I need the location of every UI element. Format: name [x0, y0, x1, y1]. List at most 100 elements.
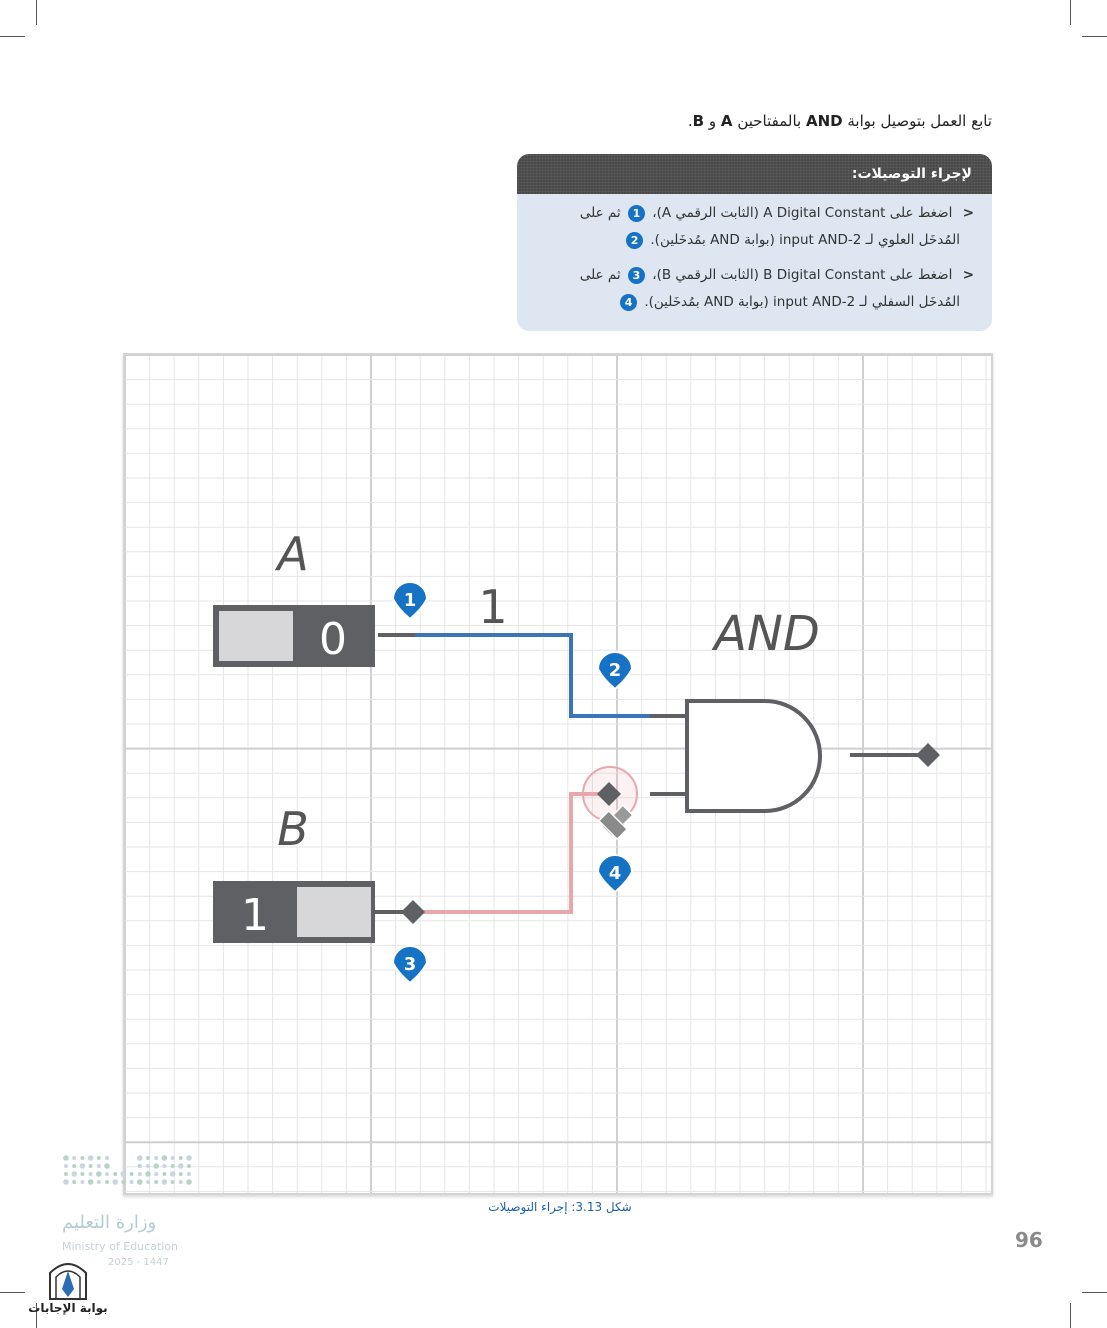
ministry-dot	[121, 1180, 126, 1184]
ministry-logo: وزارة التعليم Ministry of Education 2025…	[60, 1150, 220, 1280]
crop-mark	[1082, 1292, 1107, 1293]
and-gate	[685, 699, 822, 813]
ministry-dot	[79, 1163, 86, 1169]
figure-caption: شكل 3.13: إجراء التوصيلات	[488, 1200, 632, 1214]
step-text: ثم على	[579, 205, 621, 221]
ministry-dot	[169, 1171, 176, 1177]
wire-b-pending	[415, 792, 609, 914]
crop-mark	[0, 1292, 25, 1293]
intro-a: A	[720, 112, 733, 130]
ministry-arabic: وزارة التعليم	[62, 1212, 157, 1233]
intro-b: B	[692, 112, 705, 130]
ministry-year: 2025 - 1447	[108, 1257, 169, 1268]
ministry-dot	[162, 1164, 167, 1168]
ministry-dots-icon	[63, 1155, 192, 1185]
ministry-dot	[146, 1156, 150, 1160]
ministry-dot	[153, 1163, 159, 1169]
ministry-dot	[63, 1179, 69, 1185]
intro-period: .	[687, 112, 693, 130]
marker-number: 3	[404, 954, 417, 975]
ministry-english: Ministry of Education	[62, 1240, 179, 1253]
ministry-dot	[162, 1172, 167, 1176]
label-b: B	[277, 802, 309, 856]
ministry-dot	[113, 1172, 118, 1176]
ministry-dot	[88, 1164, 93, 1168]
chevron-icon: <	[962, 205, 974, 221]
step-number-badge: 4	[620, 293, 638, 311]
intro-text: تابع العمل بتوصيل بوابة	[847, 112, 992, 130]
ministry-dot	[146, 1164, 150, 1168]
ministry-dot	[72, 1180, 77, 1184]
crop-mark	[0, 36, 25, 37]
step-term: A Digital Constant	[763, 205, 886, 221]
switch-b-value: 1	[241, 890, 269, 941]
intro-text: و	[708, 112, 717, 130]
step-line: المُدخَل العلوي لـ 2-input AND (بوابة AN…	[535, 227, 974, 254]
ministry-dot	[178, 1156, 183, 1160]
marker-number: 4	[609, 863, 622, 884]
intro-text: بالمفتاحين	[737, 112, 802, 130]
grid	[125, 355, 991, 1193]
ministry-dot	[146, 1180, 150, 1184]
step-number-badge: 1	[627, 204, 645, 222]
step-text: المُدخَل السفلي لـ 2-input AND (بوابة AN…	[644, 294, 960, 310]
step-number-badge: 2	[626, 231, 644, 249]
ministry-dot	[170, 1180, 175, 1184]
ministry-dot	[161, 1155, 168, 1161]
marker-number: 1	[404, 590, 417, 611]
ministry-dot	[137, 1179, 143, 1185]
crop-mark	[1082, 36, 1107, 37]
ministry-dot	[105, 1180, 109, 1184]
ministry-dot	[137, 1164, 142, 1168]
ministry-dot	[137, 1155, 143, 1161]
ministry-dot	[88, 1172, 93, 1176]
ministry-dot	[154, 1180, 159, 1184]
step-text: المُدخَل العلوي لـ 2-input AND (بوابة AN…	[650, 232, 960, 248]
step-line: < اضغط على A Digital Constant (الثابت ال…	[535, 200, 974, 227]
label-a: A	[274, 527, 308, 581]
ministry-dot	[187, 1164, 191, 1168]
ministry-dot	[137, 1172, 142, 1176]
ministry-dot	[87, 1179, 94, 1185]
ministry-dot	[104, 1163, 110, 1169]
ministry-dot	[129, 1180, 134, 1184]
step-number-badge: 3	[627, 266, 645, 284]
step-line: المُدخَل السفلي لـ 2-input AND (بوابة AN…	[535, 289, 974, 316]
wire-value: 1	[478, 580, 507, 634]
ministry-dot	[112, 1179, 118, 1185]
crop-mark	[36, 1303, 37, 1328]
step-2: < اضغط على B Digital Constant (الثابت ال…	[535, 262, 974, 316]
switch-b-pin	[401, 900, 425, 924]
instructions-panel: لإجراء التوصيلات: < اضغط على A Digital C…	[517, 154, 992, 331]
watermark-text: بوابة الإجابات	[28, 1301, 108, 1315]
ministry-dot	[72, 1156, 77, 1160]
ministry-dot	[64, 1164, 68, 1168]
wire-cursor-icon	[597, 804, 634, 841]
ministry-dot	[96, 1180, 101, 1184]
step-text: (الثابت الرقمي B)،	[652, 267, 759, 283]
ministry-dot	[72, 1164, 77, 1168]
ministry-dot	[154, 1172, 159, 1176]
ministry-dot	[145, 1171, 151, 1177]
ministry-dot	[105, 1172, 109, 1176]
ministry-dot	[64, 1172, 68, 1176]
circuit-canvas: A B 0 1 1 AND 1 2 3 4	[125, 355, 991, 1193]
intro-sentence: تابع العمل بتوصيل بوابة AND بالمفتاحين A…	[292, 112, 992, 130]
marker-2: 2	[596, 651, 634, 691]
step-text: (الثابت الرقمي A)،	[652, 205, 759, 221]
ministry-dot	[63, 1155, 69, 1161]
switch-a-knob	[219, 611, 293, 661]
ministry-dot	[170, 1164, 175, 1168]
step-line: < اضغط على B Digital Constant (الثابت ال…	[535, 262, 974, 289]
ministry-dot	[80, 1156, 85, 1160]
ministry-dot	[178, 1172, 183, 1176]
marker-1: 1	[391, 581, 429, 621]
crop-mark	[1070, 0, 1071, 25]
output-pin	[916, 743, 940, 767]
switch-b-knob	[297, 887, 371, 937]
ministry-dot	[187, 1172, 191, 1176]
panel-title: لإجراء التوصيلات:	[517, 154, 992, 194]
circuit-figure: A B 0 1 1 AND 1 2 3 4	[123, 353, 993, 1195]
ministry-dot	[170, 1156, 175, 1160]
intro-and: AND	[805, 112, 843, 130]
